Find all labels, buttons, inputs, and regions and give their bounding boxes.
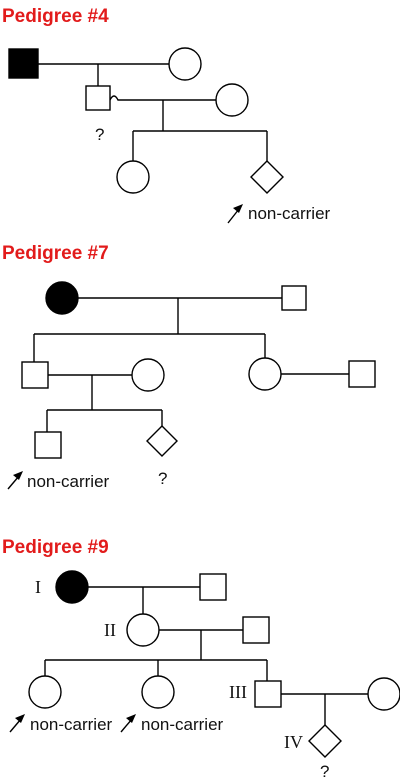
unaffected-male-symbol — [34, 431, 62, 459]
question-label: ? — [95, 125, 104, 144]
unaffected-female-symbol — [116, 160, 150, 194]
diagonal-arrow-icon — [120, 714, 136, 733]
non-carrier-label: non-carrier — [248, 204, 331, 223]
pedigree-9: Pedigree #9 I II III IV ? — [2, 537, 400, 781]
unaffected-female-symbol — [248, 357, 282, 391]
generation-label-iii: III — [229, 682, 247, 702]
unaffected-female-symbol — [215, 83, 249, 117]
pedigree-4: Pedigree #4 ? non-carrier — [2, 6, 331, 224]
non-carrier-label: non-carrier — [141, 715, 224, 734]
diagonal-arrow-icon — [227, 204, 243, 224]
generation-label-ii: II — [104, 620, 116, 640]
unaffected-female-symbol — [367, 677, 400, 711]
unaffected-male-symbol — [85, 85, 111, 111]
generation-label-iv: IV — [284, 732, 303, 752]
unaffected-male-symbol — [254, 680, 282, 708]
unaffected-female-symbol — [28, 675, 62, 709]
unaffected-female-symbol — [168, 47, 202, 81]
unaffected-male-symbol — [348, 360, 376, 388]
diagonal-arrow-icon — [7, 471, 23, 490]
mating-line — [109, 95, 217, 101]
question-label: ? — [158, 469, 167, 488]
affected-female-symbol — [55, 570, 89, 604]
unknown-sex-symbol — [146, 425, 178, 457]
pedigree-7: Pedigree #7 non-carrier ? — [2, 243, 376, 491]
question-label: ? — [320, 762, 329, 781]
unaffected-male-symbol — [242, 616, 270, 644]
affected-male-symbol — [8, 48, 39, 79]
unaffected-female-symbol — [126, 613, 160, 647]
diagonal-arrow-icon — [9, 714, 25, 733]
unaffected-male-symbol — [199, 573, 227, 601]
unknown-sex-symbol — [250, 160, 284, 194]
pedigree-7-title: Pedigree #7 — [2, 243, 109, 264]
generation-label-i: I — [35, 577, 41, 597]
non-carrier-label: non-carrier — [30, 715, 113, 734]
affected-female-symbol — [45, 281, 79, 315]
unaffected-male-symbol — [281, 285, 307, 311]
pedigree-9-title: Pedigree #9 — [2, 537, 109, 558]
unaffected-male-symbol — [21, 361, 49, 389]
pedigree-4-title: Pedigree #4 — [2, 6, 109, 27]
non-carrier-label: non-carrier — [27, 472, 110, 491]
unknown-sex-symbol — [308, 724, 342, 758]
unaffected-female-symbol — [131, 358, 165, 392]
unaffected-female-symbol — [141, 675, 175, 709]
